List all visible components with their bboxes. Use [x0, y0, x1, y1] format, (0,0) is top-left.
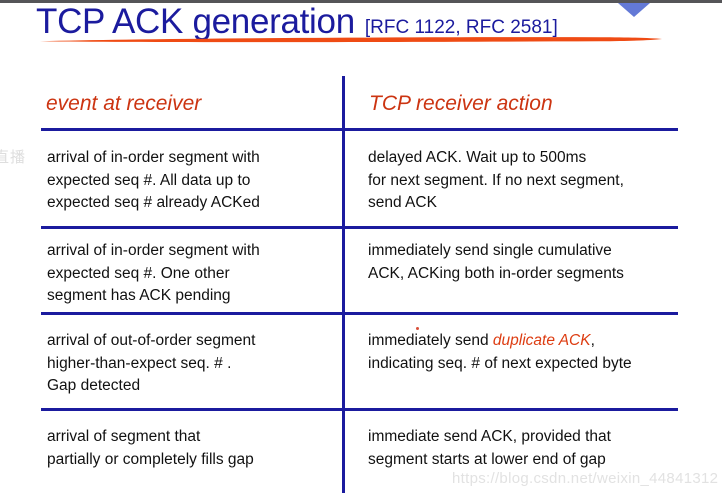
highlight-duplicate-ack: duplicate ACK [492, 332, 591, 349]
page-title-main: TCP ACK generation [36, 2, 355, 41]
cell-line: delayed ACK. Wait up to 500ms [368, 149, 587, 166]
cell-line: arrival of in-order segment with [47, 149, 260, 166]
cell-line: Gap detected [47, 377, 141, 394]
table-row: arrival of out-of-order segment higher-t… [47, 330, 337, 398]
cell-line: indicating seq. # of next expected byte [368, 354, 632, 372]
cell-line: arrival of in-order segment with [47, 242, 260, 259]
blue-diamond-bullet-icon [618, 3, 650, 17]
rule-row-2-bottom [41, 312, 678, 315]
column-header-action: TCP receiver action [369, 92, 553, 115]
watermark-url: https://blog.csdn.net/weixin_44841312 [452, 470, 719, 487]
cell-line: for next segment. If no next segment, [368, 171, 624, 189]
cell-line: immediately send duplicate ACK, [368, 330, 716, 353]
cell-line: immediately send single cumulative [368, 242, 612, 259]
top-edge-bar [0, 0, 722, 3]
page-title-reference: [RFC 1122, RFC 2581] [364, 17, 558, 38]
cell-line: segment starts at lower end of gap [368, 450, 606, 468]
page-title: TCP ACK generation [RFC 1122, RFC 2581] [36, 2, 696, 46]
cell-line: arrival of segment that [47, 428, 201, 445]
cell-text-post: , [590, 332, 595, 349]
stray-red-dot-artifact [416, 327, 419, 330]
rule-header-bottom [41, 128, 678, 131]
title-underline-stroke [40, 37, 662, 43]
table-row: arrival of in-order segment with expecte… [47, 147, 337, 215]
cell-line: higher-than-expect seq. # . [47, 354, 232, 372]
column-divider [342, 76, 345, 493]
rule-row-3-bottom [41, 408, 678, 411]
table-row: immediately send duplicate ACK, indicati… [368, 330, 716, 375]
cell-line: arrival of out-of-order segment [47, 332, 256, 349]
cell-line: immediate send ACK, provided that [368, 428, 611, 445]
cell-text-pre: immediately send [368, 332, 493, 349]
table-row: arrival of segment that partially or com… [47, 426, 337, 471]
cell-line: ACK, ACKing both in-order segments [368, 264, 624, 282]
cell-line: expected seq #. One other [47, 264, 230, 282]
cell-line: send ACK [368, 194, 437, 211]
cell-line: expected seq #. All data up to [47, 171, 251, 189]
table-row: immediate send ACK, provided that segmen… [368, 426, 716, 471]
cell-line: expected seq # already ACKed [47, 194, 260, 211]
cell-line: partially or completely fills gap [47, 450, 254, 468]
rule-row-1-bottom [41, 226, 678, 229]
table-row: arrival of in-order segment with expecte… [47, 240, 337, 308]
watermark-cjk: 直播 [0, 149, 27, 166]
cell-line: segment has ACK pending [47, 287, 231, 304]
table-row: immediately send single cumulative ACK, … [368, 240, 716, 285]
table-row: delayed ACK. Wait up to 500ms for next s… [368, 147, 716, 215]
column-header-event: event at receiver [46, 92, 202, 115]
